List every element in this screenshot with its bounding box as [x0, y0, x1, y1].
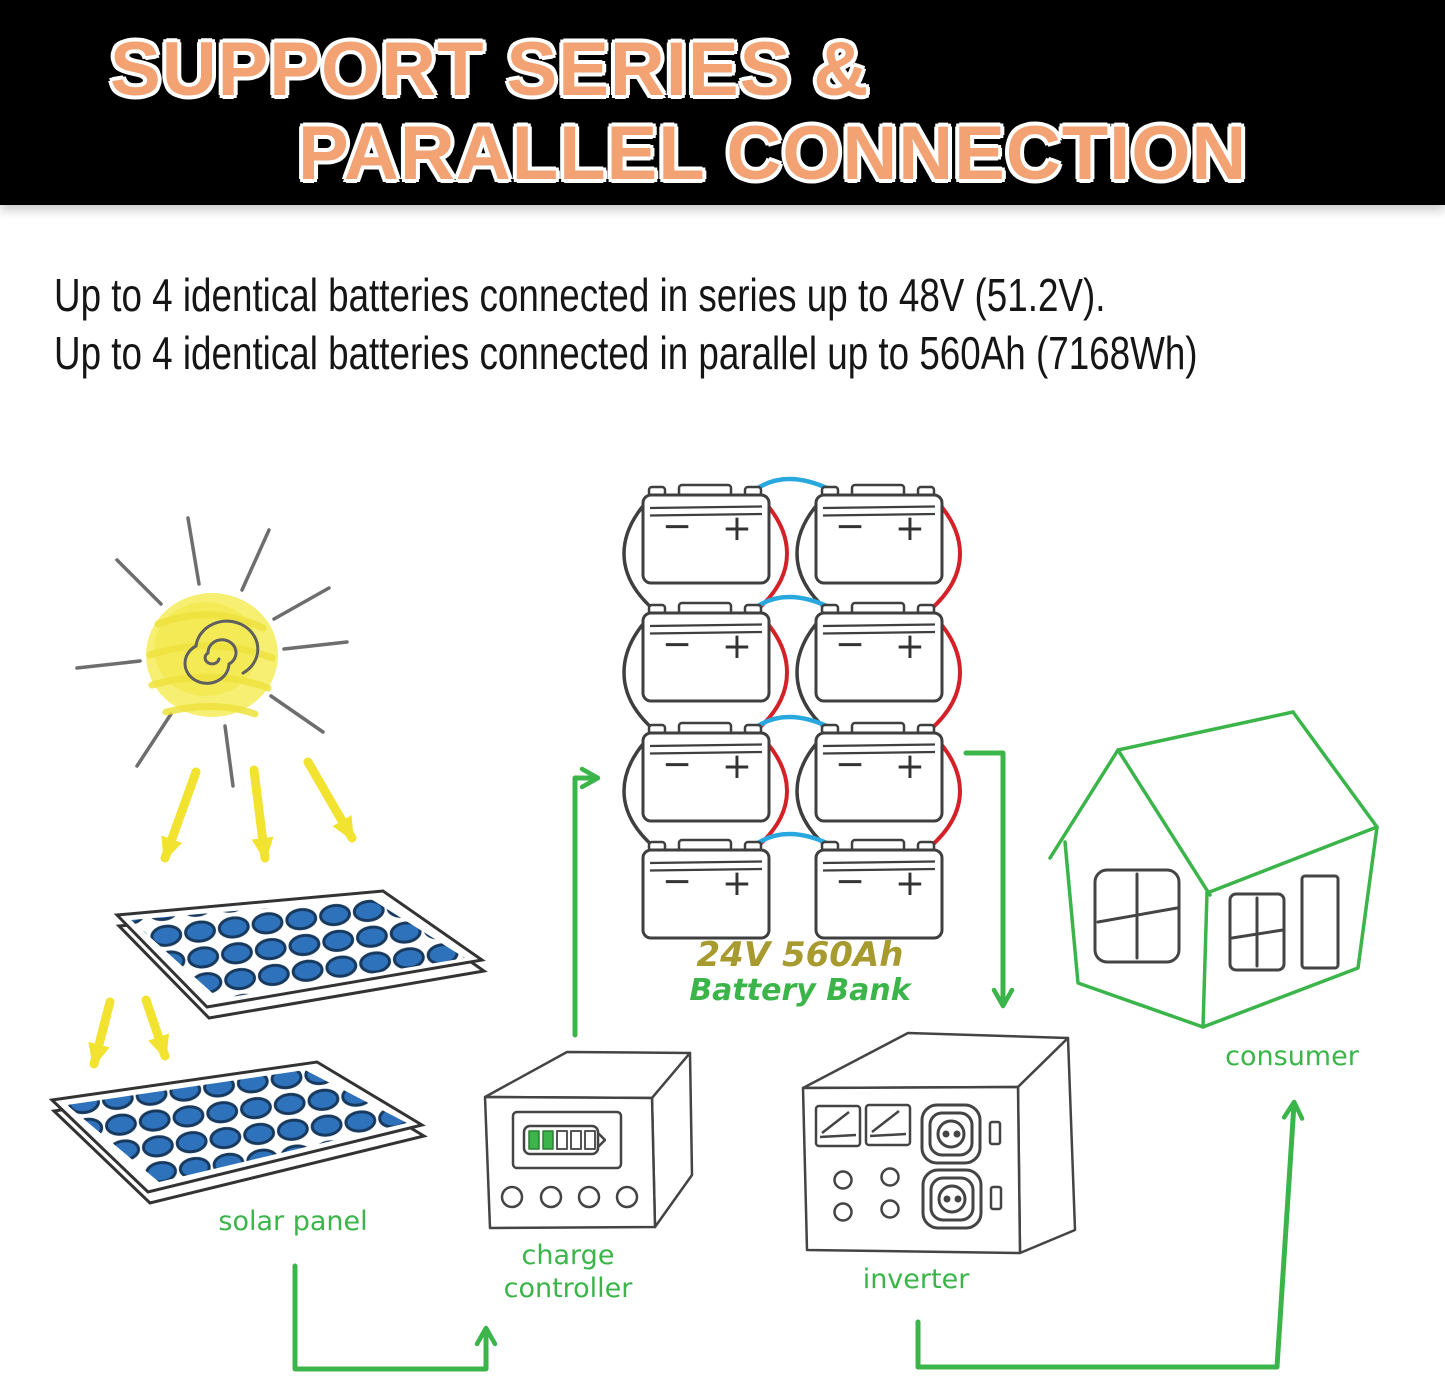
battery [814, 601, 944, 703]
controller-buttons [500, 1185, 639, 1209]
header-banner: SUPPORT SERIES & PARALLEL CONNECTION [0, 0, 1445, 205]
title-line1: SUPPORT SERIES & [110, 27, 870, 112]
front-window [1093, 868, 1181, 964]
side-window [1228, 892, 1286, 972]
inverter-outlets [920, 1103, 983, 1230]
title-line2: PARALLEL CONNECTION [298, 111, 1248, 196]
battery [814, 483, 944, 585]
wire-inverter-to-consumer [915, 1099, 1305, 1370]
power-flow-wires [292, 750, 1305, 1372]
house-door [1300, 874, 1340, 970]
inverter [801, 1031, 1077, 1255]
charge-controller-label-line2: controller [504, 1273, 634, 1304]
consumer-label: consumer [1225, 1041, 1360, 1072]
wire-battery-to-inverter [963, 750, 1015, 1009]
description-line1: Up to 4 identical batteries connected in… [54, 269, 1106, 321]
description-line2: Up to 4 identical batteries connected in… [54, 327, 1198, 379]
battery [641, 601, 771, 703]
charge-controller-label-line1: charge [522, 1240, 615, 1271]
sunlight-arrows [88, 757, 357, 1069]
battery-bank: 24V 560Ah Battery Bank [622, 476, 962, 1008]
description-text: Up to 4 identical batteries connected in… [54, 266, 1198, 382]
house-windows-door [1093, 868, 1340, 972]
wire-solar-to-controller [292, 1263, 498, 1372]
inverter-slots [988, 1120, 1003, 1211]
inverter-meters [814, 1103, 912, 1148]
battery-bank-name: Battery Bank [689, 973, 912, 1008]
battery [814, 838, 944, 940]
inverter-buttons [833, 1167, 900, 1222]
wire-controller-to-battery [572, 766, 601, 1038]
inverter-label: inverter [863, 1264, 971, 1295]
sun-illustration [75, 516, 349, 788]
battery [814, 721, 944, 823]
sun-spiral [183, 619, 260, 685]
consumer-house [1048, 710, 1379, 1029]
battery [641, 721, 771, 823]
battery-bank-spec: 24V 560Ah [697, 935, 904, 975]
battery [641, 838, 771, 940]
battery-wires-blue [753, 476, 832, 848]
battery-level-indicator [522, 1124, 607, 1156]
solar-panel-bottom [48, 1060, 428, 1205]
battery [641, 483, 771, 585]
sun-rays [75, 516, 349, 788]
charge-controller [483, 1050, 694, 1230]
solar-panel-top [113, 889, 488, 1020]
solar-panel-label: solar panel [218, 1206, 367, 1237]
